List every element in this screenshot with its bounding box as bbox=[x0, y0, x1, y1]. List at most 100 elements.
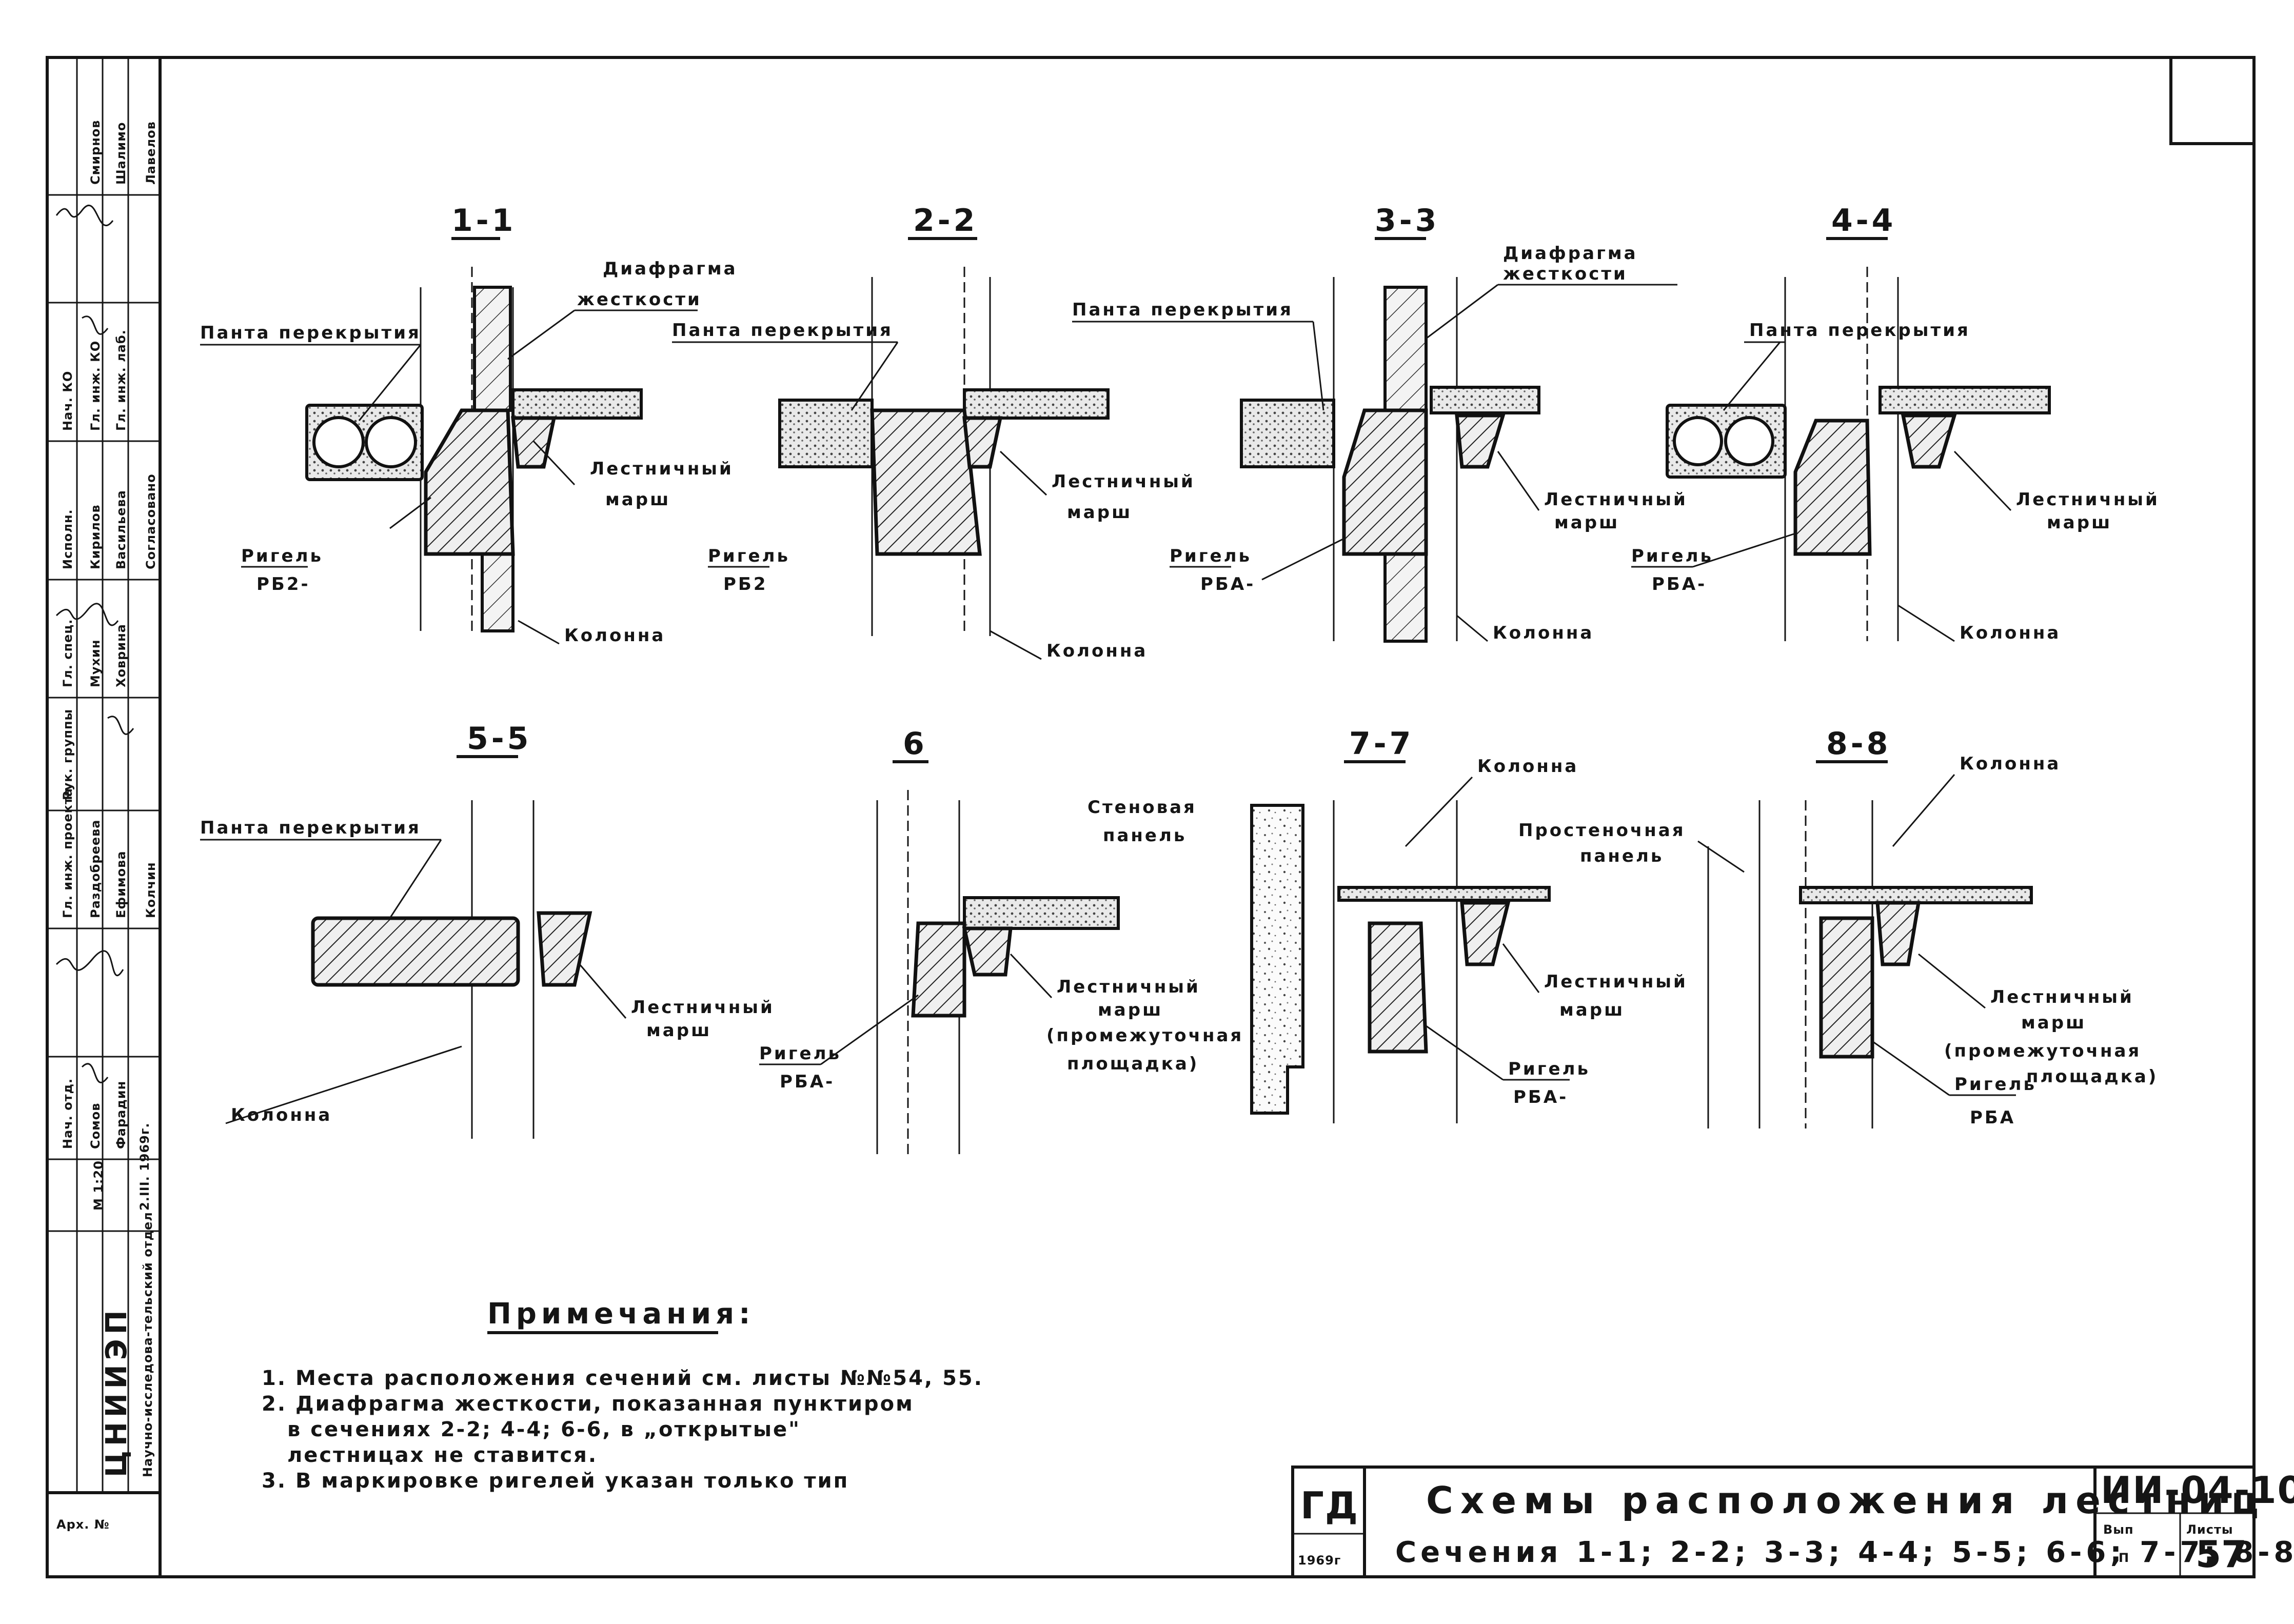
section-1-1: 1-1 Диафрагма жесткости Панта перекрытия… bbox=[200, 203, 738, 646]
stamp-name: Лавелов bbox=[144, 121, 158, 185]
note-2-line-3: лестницах не ставится. bbox=[287, 1443, 598, 1467]
stamp-name: Сомов bbox=[88, 1103, 103, 1149]
label-beam: Ригель bbox=[708, 546, 790, 566]
label-slab: Панта перекрытия bbox=[200, 323, 421, 343]
label-stair-2: марш bbox=[2021, 1013, 2086, 1033]
stamp-name: Шалимо bbox=[114, 122, 128, 185]
stamp-role: Согласовано bbox=[144, 473, 158, 569]
section-5-5: 5-5 Панта перекрытия Лестничный марш Кол… bbox=[200, 721, 775, 1139]
sheet-label: Листы bbox=[2186, 1522, 2233, 1537]
label-beam-mark: РБА bbox=[1970, 1107, 2015, 1128]
hollow-core-slab bbox=[1666, 404, 1787, 479]
stamp-name: Ефимова bbox=[114, 850, 128, 918]
label-beam-mark: РБ2- bbox=[256, 574, 310, 595]
label-column: Колонна bbox=[1493, 623, 1594, 643]
title-year: 1969г bbox=[1298, 1553, 1341, 1568]
stamp-role: Гл. инж. КО bbox=[88, 341, 103, 431]
stamp-name: Колчин bbox=[144, 862, 158, 918]
label-column: Колонна bbox=[1960, 754, 2061, 774]
label-stair-2: марш bbox=[605, 489, 670, 510]
label-stair-2: марш bbox=[1098, 1000, 1163, 1020]
section-title: 4-4 bbox=[1831, 203, 1896, 239]
label-column: Колонна bbox=[564, 625, 665, 646]
label-beam-mark: РБА- bbox=[780, 1072, 835, 1092]
label-stair: Лестничный bbox=[631, 997, 775, 1018]
stamp-org: ЦНИИЭП bbox=[100, 1305, 133, 1477]
hollow-core-slab bbox=[305, 404, 424, 481]
notes-block: Примечания: 1. Места расположения сечени… bbox=[262, 1297, 983, 1493]
stamp-name: Ховрина bbox=[114, 624, 128, 687]
label-stair: Лестничный bbox=[1990, 987, 2134, 1007]
label-beam: Ригель bbox=[1631, 546, 1713, 566]
label-landing-2: площадка) bbox=[1067, 1054, 1199, 1074]
label-pier-2: панель bbox=[1580, 846, 1664, 866]
label-pier: Простеночная bbox=[1518, 820, 1686, 841]
side-stamp: Научно-исследова-тельский отдел ЦНИИЭП 2… bbox=[46, 56, 162, 1578]
title-line-1: Схемы расположения лестниц bbox=[1426, 1479, 2266, 1522]
label-column: Колонна bbox=[1960, 623, 2061, 643]
stamp-name: Мухин bbox=[88, 640, 103, 687]
title-block: ГД 1969г Схемы расположения лестниц Сече… bbox=[1291, 1465, 2294, 1578]
notes-heading: Примечания: bbox=[487, 1297, 755, 1331]
section-title: 3-3 bbox=[1375, 203, 1439, 239]
stamp-roles: Нач. отд. Гл. инж. проекта Рук. группы Г… bbox=[61, 329, 158, 1149]
section-title: 8-8 bbox=[1826, 726, 1891, 762]
label-beam: Ригель bbox=[1170, 546, 1252, 566]
label-diaphragm: Диафрагма bbox=[603, 259, 738, 279]
label-slab: Панта перекрытия bbox=[672, 320, 893, 341]
section-6: 6 Стеновая панель Лестничный марш (проме… bbox=[759, 726, 1243, 1154]
stamp-name: Васильева bbox=[114, 490, 128, 569]
note-3: 3. В маркировке ригелей указан только ти… bbox=[262, 1469, 849, 1493]
stamp-role: Нач. КО bbox=[61, 371, 75, 431]
label-stair-2: марш bbox=[1067, 502, 1132, 523]
label-landing-2: площадка) bbox=[2026, 1066, 2158, 1087]
label-diaphragm: Диафрагма bbox=[1503, 243, 1638, 264]
stage-label: Вып bbox=[2103, 1522, 2134, 1537]
note-2-line-2: в сечениях 2-2; 4-4; 6-6, в „открытые" bbox=[287, 1418, 801, 1441]
stamp-archive: Арх. № bbox=[56, 1517, 110, 1532]
label-stair: Лестничный bbox=[1544, 489, 1688, 510]
label-stair-2: марш bbox=[1559, 1000, 1625, 1020]
label-column: Колонна bbox=[1477, 756, 1578, 777]
sheet-number: 57 bbox=[2196, 1533, 2247, 1576]
stamp-role: Гл. спец. bbox=[61, 619, 75, 687]
label-wall-2: панель bbox=[1103, 825, 1186, 846]
label-beam: Ригель bbox=[1508, 1059, 1590, 1079]
stamp-role: Гл. инж. лаб. bbox=[114, 329, 128, 431]
label-beam-mark: РБ2 bbox=[723, 574, 768, 595]
section-2-2: 2-2 Панта перекрытия Лестничный марш Риг… bbox=[672, 203, 1193, 661]
label-diaphragm-2: жесткости bbox=[1503, 264, 1628, 284]
stamp-role: Рук. группы bbox=[61, 709, 75, 800]
section-title: 6 bbox=[903, 726, 927, 762]
title-code-prefix: ГД bbox=[1300, 1484, 1359, 1527]
label-diaphragm-2: жесткости bbox=[577, 289, 702, 310]
note-2-line-1: 2. Диафрагма жесткости, показанная пункт… bbox=[262, 1392, 914, 1416]
stamp-names: Сомов Фарадин Раздобреева Ефимова Колчин… bbox=[88, 120, 158, 1149]
label-beam-mark: РБА- bbox=[1200, 574, 1255, 595]
label-slab: Панта перекрытия bbox=[1749, 320, 1970, 341]
label-stair-2: марш bbox=[646, 1020, 711, 1041]
stamp-role: Гл. инж. проекта bbox=[61, 788, 75, 918]
stamp-name: Фарадин bbox=[114, 1081, 128, 1149]
stamp-role: Нач. отд. bbox=[61, 1078, 75, 1149]
label-beam: Ригель bbox=[759, 1043, 841, 1064]
section-4-4: 4-4 Панта перекрытия Лестничный марш Риг… bbox=[1631, 203, 2160, 643]
note-1: 1. Места расположения сечений см. листы … bbox=[262, 1366, 983, 1390]
section-title: 2-2 bbox=[913, 203, 978, 239]
section-title: 5-5 bbox=[467, 721, 531, 757]
label-landing: (промежуточная bbox=[1944, 1041, 2141, 1061]
doc-code: ИИ-04-10 bbox=[2101, 1469, 2294, 1512]
stage-value: П bbox=[2119, 1551, 2129, 1565]
label-beam: Ригель bbox=[241, 546, 323, 566]
label-stair: Лестничный bbox=[590, 459, 734, 479]
stamp-role: Исполн. bbox=[61, 509, 75, 569]
label-column: Колонна bbox=[231, 1105, 332, 1125]
label-stair: Лестничный bbox=[1057, 977, 1200, 997]
stamp-name: Смирнов bbox=[88, 120, 103, 185]
label-landing: (промежуточная bbox=[1046, 1025, 1243, 1046]
section-title: 7-7 bbox=[1349, 726, 1414, 762]
section-7-7: 7-7 Колонна Лестничный марш Ригель РБА- bbox=[1250, 726, 1686, 1123]
section-3-3: 3-3 Диафрагма жесткости Панта перекрытия… bbox=[1072, 203, 1688, 643]
label-stair: Лестничный bbox=[2016, 489, 2160, 510]
label-column: Колонна bbox=[1046, 641, 1148, 661]
